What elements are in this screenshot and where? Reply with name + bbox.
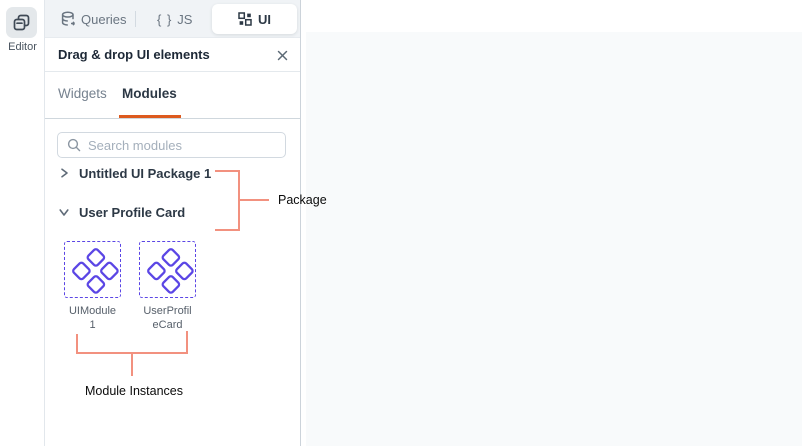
editor-rail: Editor bbox=[0, 0, 45, 446]
annotation-line bbox=[215, 229, 240, 231]
module-diamonds-icon bbox=[72, 248, 119, 294]
module-search-box bbox=[57, 132, 286, 158]
panel-header: Drag & drop UI elements bbox=[45, 38, 300, 72]
tab-js[interactable]: { } JS bbox=[157, 0, 192, 38]
segment-divider bbox=[135, 11, 136, 27]
tree-item-label: User Profile Card bbox=[79, 204, 186, 220]
tab-js-label: JS bbox=[177, 11, 193, 27]
tree-item-untitled-ui-package[interactable]: Untitled UI Package 1 bbox=[57, 162, 257, 184]
annotation-line bbox=[131, 352, 133, 376]
close-icon bbox=[277, 50, 288, 61]
tab-ui-label: UI bbox=[258, 11, 271, 27]
ui-explorer-panel: Queries { } JS UI Drag & drop UI element… bbox=[45, 0, 301, 446]
module-diamonds-icon bbox=[147, 248, 194, 294]
panel-title: Drag & drop UI elements bbox=[58, 47, 210, 62]
annotation-package-label: Package bbox=[278, 193, 327, 207]
tree-item-label: Untitled UI Package 1 bbox=[79, 165, 212, 181]
editor-segment-bar: Queries { } JS UI bbox=[45, 0, 300, 38]
tree-item-user-profile-card[interactable]: User Profile Card bbox=[57, 201, 257, 223]
annotation-line bbox=[238, 170, 240, 231]
module-card-label: UIModule 1 bbox=[68, 305, 117, 331]
chevron-right-icon bbox=[57, 166, 71, 180]
database-icon bbox=[61, 11, 75, 26]
module-card-label: UserProfil eCard bbox=[143, 305, 192, 331]
annotation-module-instances-label: Module Instances bbox=[85, 384, 183, 398]
close-panel-button[interactable] bbox=[274, 47, 291, 64]
editor-rail-label: Editor bbox=[8, 41, 37, 53]
module-card-uimodule1[interactable] bbox=[64, 241, 121, 298]
annotation-line bbox=[240, 199, 269, 201]
canvas-area[interactable] bbox=[306, 32, 802, 446]
annotation-line bbox=[186, 331, 188, 354]
search-icon bbox=[67, 138, 81, 152]
panel-subtabs: Widgets Modules bbox=[45, 72, 300, 119]
tab-modules[interactable]: Modules bbox=[122, 86, 177, 101]
annotation-line bbox=[76, 334, 78, 354]
active-tab-underline bbox=[119, 114, 181, 118]
chevron-down-icon bbox=[57, 205, 71, 219]
annotation-line bbox=[215, 170, 240, 172]
editor-rail-button[interactable] bbox=[6, 7, 37, 38]
search-modules-input[interactable] bbox=[88, 137, 279, 153]
tab-queries[interactable]: Queries bbox=[61, 0, 127, 38]
braces-icon: { } bbox=[157, 11, 173, 27]
editor-pages-icon bbox=[13, 14, 30, 31]
tab-ui[interactable]: UI bbox=[212, 4, 297, 34]
tab-queries-label: Queries bbox=[81, 11, 127, 27]
tab-widgets[interactable]: Widgets bbox=[58, 86, 107, 101]
ui-grid-icon bbox=[238, 12, 252, 26]
module-card-userprofilecard[interactable] bbox=[139, 241, 196, 298]
